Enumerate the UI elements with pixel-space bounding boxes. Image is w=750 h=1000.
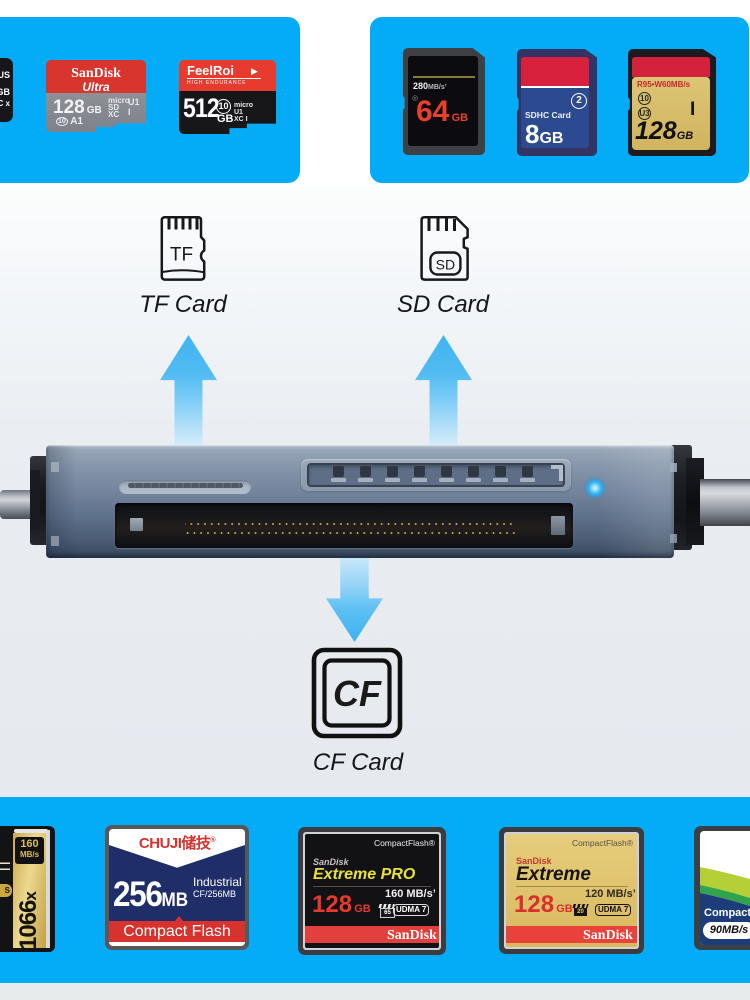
svg-text:SD: SD — [436, 257, 455, 273]
svg-text:TF: TF — [170, 245, 193, 266]
svg-text:CF: CF — [333, 673, 382, 714]
